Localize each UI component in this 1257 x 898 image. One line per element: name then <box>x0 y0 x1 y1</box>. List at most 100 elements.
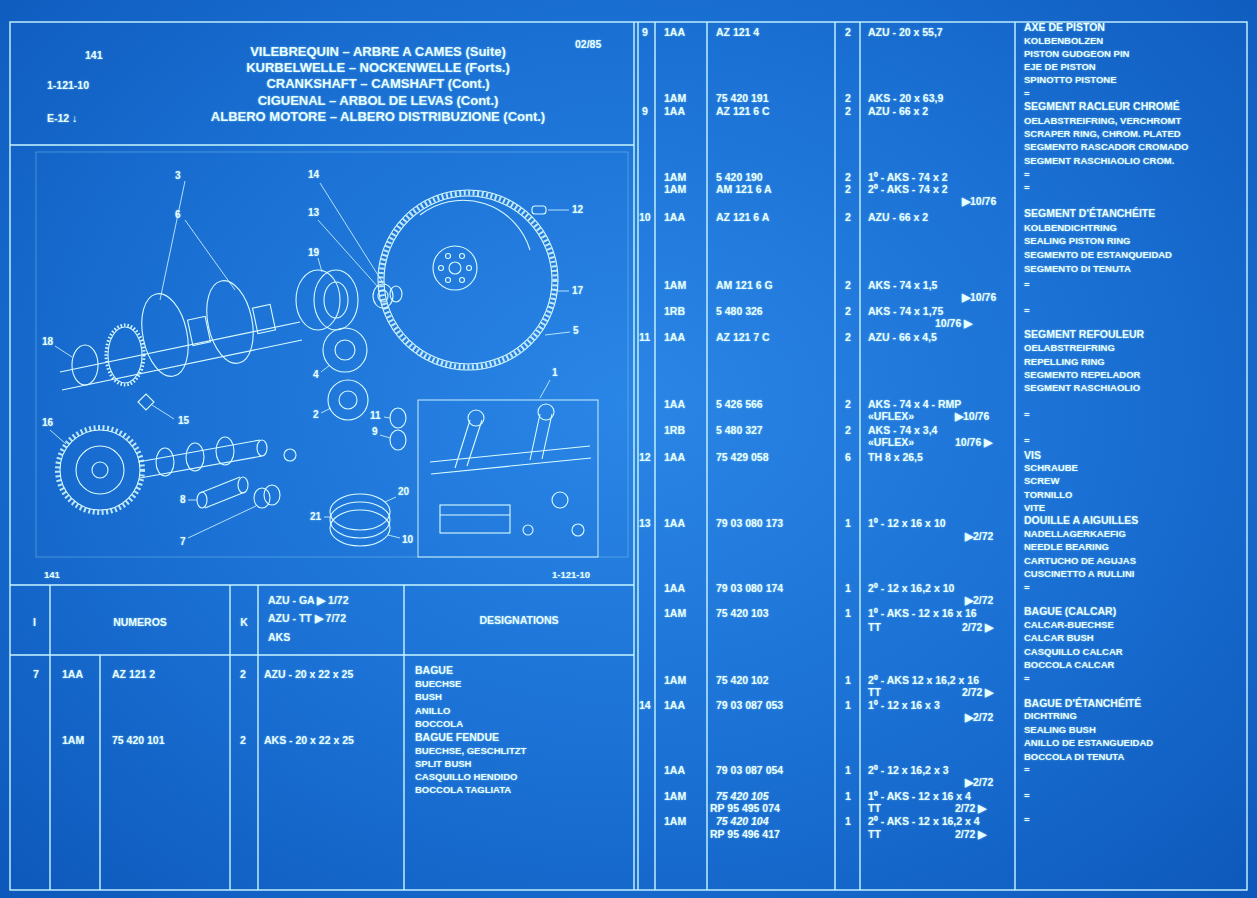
callout-number: 5 <box>573 325 579 337</box>
text-anchor: AM 121 6 G <box>716 279 773 292</box>
table-cell: 1AA <box>664 331 685 344</box>
text-anchor: 79 03 087 054 <box>716 764 783 777</box>
text-anchor: 75 420 191 <box>716 92 769 105</box>
text-anchor: SEGMENTO DE ESTANQUEIDAD <box>1024 249 1172 260</box>
text-anchor: DOUILLE A AIGUILLES <box>1024 514 1138 527</box>
table-header: NUMEROS <box>113 616 167 629</box>
designation-text: PISTON GUDGEON PIN <box>1024 48 1129 59</box>
table-cell: AZU - GA ▶ 1/72 <box>268 594 349 607</box>
leader-lines <box>50 181 570 538</box>
text-anchor: NADELLAGERKAEFIG <box>1024 528 1126 539</box>
text-anchor: TT <box>868 828 881 841</box>
callout-number: 7 <box>180 536 186 548</box>
text-anchor: = <box>1024 305 1030 316</box>
text-anchor: AZ 121 2 <box>112 668 155 681</box>
table-cell: AZU - 20 x 22 x 25 <box>264 668 353 681</box>
text-anchor: 7 <box>180 536 186 548</box>
table-cell: 1AA <box>664 26 685 39</box>
page-title: VILEBREQUIN – ARBRE A CAMES (Suite) <box>250 44 506 60</box>
text-anchor: AKS - 20 x 63,9 <box>868 92 943 105</box>
callout-number: 17 <box>572 285 583 297</box>
text-anchor: = <box>1024 790 1030 801</box>
callout-number: 9 <box>372 426 378 438</box>
text-anchor: 6 <box>175 209 181 221</box>
text-anchor: = <box>1024 169 1030 180</box>
text-anchor: 1AA <box>62 668 83 681</box>
text-anchor: BAGUE D'ÉTANCHÉITÉ <box>1024 697 1141 710</box>
designation-text: = <box>1024 790 1030 801</box>
text-anchor: BOCCOLA DI TENUTA <box>1024 751 1124 762</box>
text-anchor: 2 <box>845 424 851 437</box>
table-cell: 1AM <box>664 171 686 184</box>
designation-heading: SEGMENT D'ÉTANCHÉITE <box>1024 207 1155 220</box>
text-anchor: ▶2/72 <box>965 530 993 543</box>
table-cell: 1⁰ - 12 x 16 x 3 <box>868 699 940 712</box>
table-cell: 13 <box>639 517 651 530</box>
designation-text: OELABSTREIFRING <box>1024 342 1115 353</box>
callout-number: 18 <box>42 336 53 348</box>
designation-text: = <box>1024 814 1030 825</box>
designation-text: BOCCOLA <box>415 718 463 729</box>
table-cell: 2⁰ - AKS - 74 x 2 <box>868 183 947 196</box>
text-anchor: 12 <box>572 204 583 216</box>
table-cell: 2⁰ - 12 x 16,2 x 3 <box>868 764 948 777</box>
table-cell: TT <box>868 686 881 699</box>
page-reference: 141 <box>44 569 60 580</box>
callout-number: 16 <box>42 417 53 429</box>
designation-heading: BAGUE (CALCAR) <box>1024 605 1116 618</box>
table-cell: 79 03 087 053 <box>716 699 783 712</box>
text-anchor: TORNILLO <box>1024 489 1072 500</box>
text-anchor: = <box>1024 435 1030 446</box>
table-cell: AKS - 74 x 4 - RMP <box>868 398 961 411</box>
designation-text: CASQUILLO HENDIDO <box>415 771 517 782</box>
text-anchor: SPLIT BUSH <box>415 758 471 769</box>
text-anchor: «UFLEX» <box>868 436 914 449</box>
text-anchor: 1⁰ - AKS - 74 x 2 <box>868 171 947 184</box>
table-cell: 2⁰ - AKS - 12 x 16,2 x 4 <box>868 815 980 828</box>
text-anchor: 5 420 190 <box>716 171 763 184</box>
designation-text: SEGMENTO RASCADOR CROMADO <box>1024 141 1189 152</box>
text-anchor: EJE DE PISTON <box>1024 61 1096 72</box>
text-anchor: = <box>1024 88 1030 99</box>
table-cell: 9 <box>642 105 648 118</box>
text-anchor: 2⁰ - AKS 12 x 16,2 x 16 <box>868 674 979 687</box>
designation-text: VITE <box>1024 502 1045 513</box>
text-anchor: 5 480 327 <box>716 424 763 437</box>
text-anchor: VIS <box>1024 449 1041 462</box>
text-anchor: 75 420 102 <box>716 674 769 687</box>
table-cell: 1 <box>845 607 851 620</box>
text-anchor: 14 <box>308 169 319 181</box>
text-anchor: 2⁰ - AKS - 12 x 16,2 x 4 <box>868 815 980 828</box>
text-anchor: 2 <box>313 409 319 421</box>
designation-text: = <box>1024 673 1030 684</box>
table-cell: 2 <box>845 398 851 411</box>
designation-text: ANILLO <box>415 705 450 716</box>
designation-heading: VIS <box>1024 449 1041 462</box>
table-cell: AZU - 20 x 55,7 <box>868 26 943 39</box>
text-anchor: ▶2/72 <box>965 711 993 724</box>
title-line: CRANKSHAFT – CAMSHAFT (Cont.) <box>266 76 489 92</box>
title-line: CIGUENAL – ARBOL DE LEVAS (Cont.) <box>258 93 499 109</box>
designation-text: TORNILLO <box>1024 489 1072 500</box>
text-anchor: 1AA <box>664 331 685 344</box>
text-anchor: AM 121 6 A <box>716 183 772 196</box>
table-cell: 14 <box>639 699 651 712</box>
table-cell: 1 <box>845 582 851 595</box>
text-anchor: AXE DE PISTON <box>1024 21 1105 34</box>
table-cell: AKS <box>268 631 290 644</box>
table-cell: 1AA <box>664 517 685 530</box>
text-anchor: 1⁰ - AKS - 12 x 16 x 16 <box>868 607 977 620</box>
text-anchor: NEEDLE BEARING <box>1024 541 1109 552</box>
text-anchor: 7 <box>33 668 39 681</box>
text-anchor: SEGMENTO DI TENUTA <box>1024 263 1131 274</box>
callout-number: 14 <box>308 169 319 181</box>
table-cell: 1⁰ - AKS - 12 x 16 x 16 <box>868 607 977 620</box>
designation-text: = <box>1024 409 1030 420</box>
table-cell: 1 <box>845 764 851 777</box>
text-anchor: 1AA <box>664 105 685 118</box>
callout-number: 3 <box>175 170 181 182</box>
designation-text: DICHTRING <box>1024 710 1077 721</box>
designation-text: = <box>1024 182 1030 193</box>
text-anchor: 1 <box>845 815 851 828</box>
table-cell: 1AM <box>664 815 686 828</box>
